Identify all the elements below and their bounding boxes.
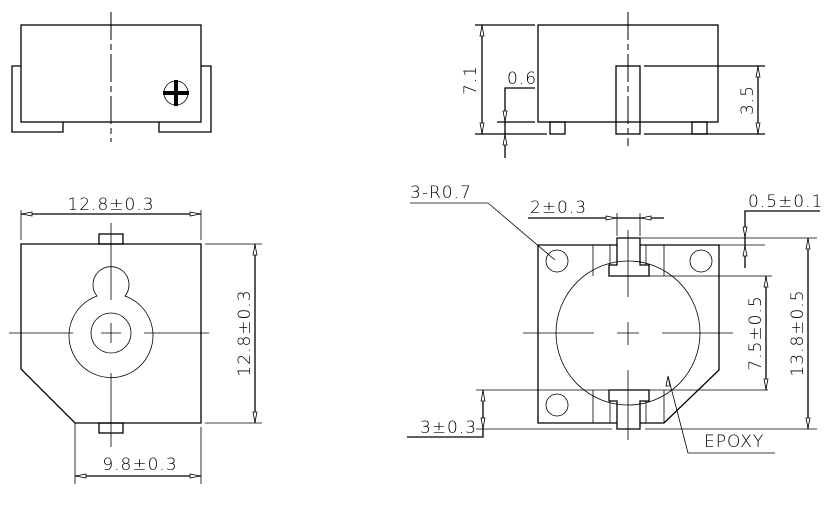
height-dimension-label: 12.8±0.3 (235, 289, 255, 376)
dim-leader-pin-length (407, 390, 484, 438)
side-view-right: 7.1 0.6 3.5 (461, 12, 765, 158)
pin-height-dimension-label: 3.5 (738, 85, 758, 115)
pin-spacing-label: 7.5±0.5 (746, 295, 766, 370)
mount-hole (545, 393, 569, 417)
right-lead (158, 65, 212, 133)
pad-left (549, 121, 566, 135)
bottom-view: 3-R0.7 2±0.3 0.5±0.1 13.8±0.5 7.5±0.5 3±… (407, 183, 823, 454)
keyhole-opening (68, 266, 154, 378)
body-outline (20, 243, 202, 424)
width-dimension-label: 12.8±0.3 (67, 195, 154, 215)
height-dimension-label: 7.1 (461, 65, 481, 95)
body-left (537, 244, 617, 424)
overall-height-label: 13.8±0.5 (788, 289, 808, 376)
bottom-width-dimension-label: 9.8±0.3 (102, 455, 177, 475)
side-view-left (11, 12, 212, 142)
pin-width-label: 2±0.3 (530, 198, 587, 218)
left-lead (11, 65, 64, 133)
dim-leader-pin-step (744, 210, 820, 268)
pin-top (608, 237, 650, 277)
mount-hole (689, 249, 713, 273)
mount-hole (545, 249, 569, 273)
sound-hole (90, 312, 132, 354)
polarity-plus-icon (163, 80, 189, 106)
pin-length-label: 3±0.3 (420, 418, 477, 438)
top-view: 12.8±0.3 12.8±0.3 9.8±0.3 (9, 195, 262, 484)
dim-leader-pin-offset (504, 87, 535, 158)
epoxy-leader (667, 375, 775, 454)
epoxy-label: EPOXY (704, 432, 764, 452)
radius-label: 3-R0.7 (410, 183, 472, 203)
pad-right (691, 121, 708, 135)
pin-offset-dimension-label: 0.6 (507, 69, 537, 89)
body-right (640, 244, 720, 424)
pin-step-label: 0.5±0.1 (748, 192, 823, 212)
